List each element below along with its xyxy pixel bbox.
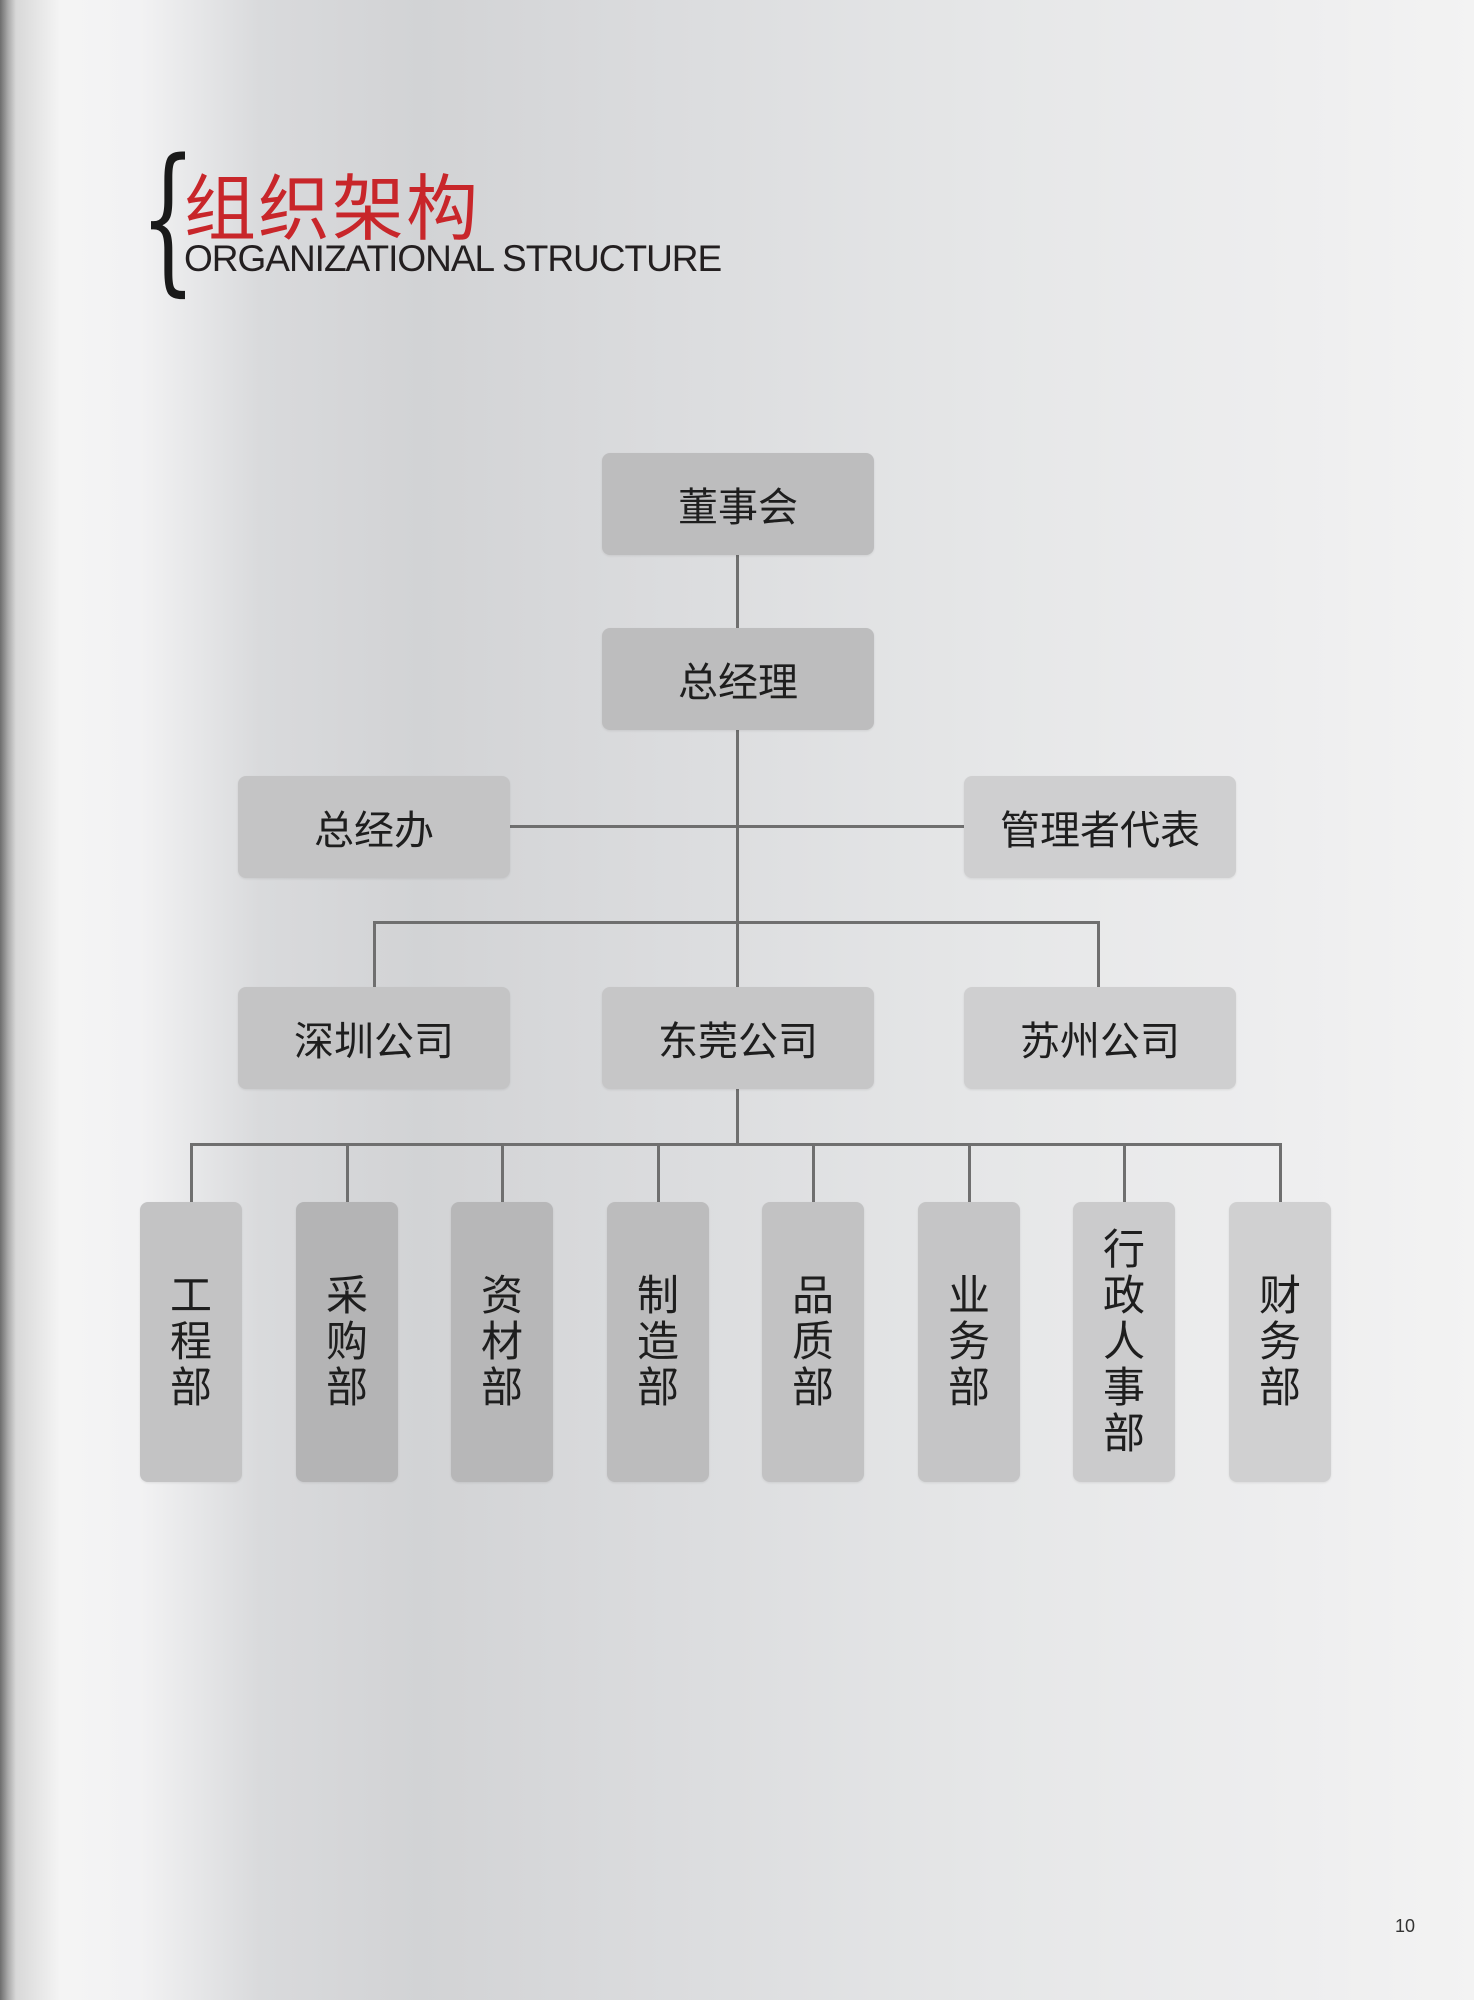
node-label: 深圳公司: [294, 1019, 454, 1065]
connector-dept: [190, 1143, 193, 1202]
node-label: 管理者代表: [1000, 808, 1200, 854]
node-department: 业务部: [918, 1202, 1020, 1482]
node-company-suzhou: 苏州公司: [964, 987, 1236, 1089]
node-label: 品质部: [791, 1271, 834, 1412]
node-gm-office: 总经办: [238, 776, 510, 878]
title-brace: {: [140, 124, 196, 311]
node-label: 东莞公司: [658, 1019, 818, 1065]
node-label: 制造部: [636, 1271, 679, 1412]
connector-gm-trunk: [736, 729, 739, 987]
connector-dept: [812, 1143, 815, 1202]
node-company-dongguan: 东莞公司: [602, 987, 874, 1089]
connector-board-gm: [736, 553, 739, 628]
node-department: 制造部: [607, 1202, 709, 1482]
connector-dept: [657, 1143, 660, 1202]
connector-dept: [1123, 1143, 1126, 1202]
node-general-manager: 总经理: [602, 628, 874, 730]
connector-suzhou: [1097, 921, 1100, 987]
node-department: 财务部: [1229, 1202, 1331, 1482]
node-label: 行政人事部: [1102, 1225, 1145, 1458]
node-department: 采购部: [296, 1202, 398, 1482]
node-company-shenzhen: 深圳公司: [238, 987, 510, 1089]
connector-dept: [346, 1143, 349, 1202]
node-department: 行政人事部: [1073, 1202, 1175, 1482]
node-label: 总经理: [678, 660, 798, 706]
connector-companies-bar: [373, 921, 1100, 924]
connector-dept: [1279, 1143, 1282, 1202]
node-management-rep: 管理者代表: [964, 776, 1236, 878]
node-label: 资材部: [480, 1271, 523, 1412]
node-label: 财务部: [1258, 1271, 1301, 1412]
node-label: 采购部: [325, 1271, 368, 1412]
node-board: 董事会: [602, 453, 874, 555]
page-number: 10: [1395, 1916, 1416, 1936]
page-title: 组织架构: [184, 167, 481, 251]
node-label: 董事会: [678, 485, 798, 531]
node-label: 业务部: [947, 1271, 990, 1412]
connector-sz: [373, 921, 376, 987]
node-department: 品质部: [762, 1202, 864, 1482]
node-label: 总经办: [314, 808, 434, 854]
node-department: 工程部: [140, 1202, 242, 1482]
connector-dg-depts: [736, 1088, 739, 1144]
node-department: 资材部: [451, 1202, 553, 1482]
page-subtitle: ORGANIZATIONAL STRUCTURE: [184, 238, 722, 279]
connector-side-offices: [510, 825, 964, 828]
connector-dept: [968, 1143, 971, 1202]
node-label: 工程部: [169, 1271, 212, 1412]
node-label: 苏州公司: [1020, 1019, 1180, 1065]
connector-dept: [501, 1143, 504, 1202]
connector-depts-bar: [190, 1143, 1282, 1146]
